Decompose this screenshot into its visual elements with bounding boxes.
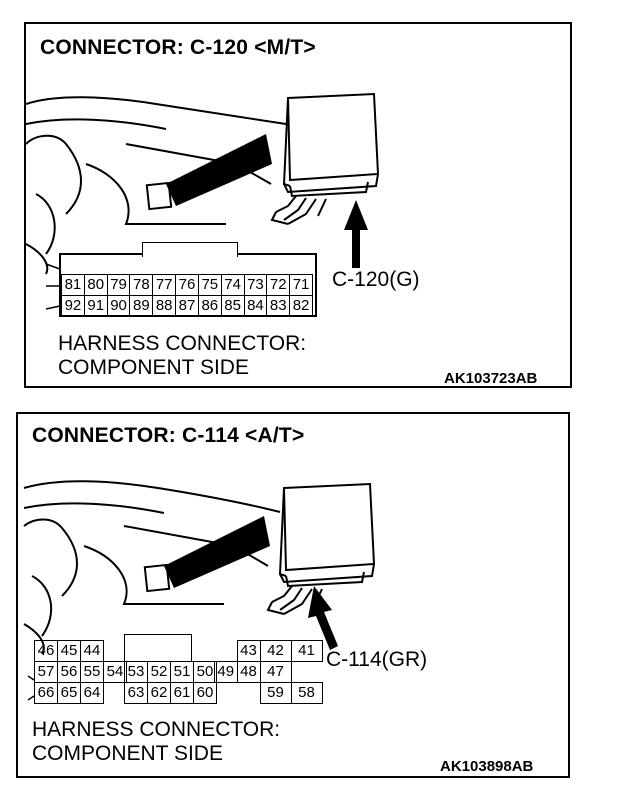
connector-label: C-114(GR) (326, 648, 428, 671)
pin-cell: 79 (106, 274, 131, 296)
pin-cell: 91 (83, 295, 108, 317)
pin-grid-c114-middle: 53 52 51 50 63 62 61 60 (124, 661, 217, 704)
pin-cell: 90 (106, 295, 131, 317)
pin-cell: 48 (236, 661, 261, 683)
pin-cell: 56 (57, 661, 81, 683)
pin-cell: 55 (80, 661, 104, 683)
pin-cell: 74 (220, 274, 245, 296)
pin-cell: 77 (152, 274, 177, 296)
pin-cell: 82 (289, 295, 313, 317)
pin-grid-c114-middle-single: 54 (103, 661, 127, 683)
pin-cell: 85 (220, 295, 245, 317)
pin-grid-c120: 81 80 79 78 77 76 75 74 73 72 71 92 91 9… (61, 274, 313, 317)
pin-grid-c114-right: 43 42 41 49 49 48 47 59 58 (214, 640, 323, 704)
pin-grid-c114-left: 46 45 44 57 56 55 66 65 64 (34, 640, 104, 704)
pin-cell: 59 (259, 682, 292, 704)
dashboard-illustration (23, 480, 376, 655)
caption-line-2: COMPONENT SIDE (32, 742, 223, 765)
connector-label: C-120(G) (332, 268, 420, 291)
connector-c120-panel: CONNECTOR: C-120 <M/T> (24, 22, 572, 388)
pin-cell: 61 (170, 682, 194, 704)
pin-cell: 80 (83, 274, 108, 296)
pin-cell: 43 (236, 640, 261, 662)
pin-cell: 76 (175, 274, 199, 296)
pin-cell: 58 (290, 682, 323, 704)
pin-cell: 78 (129, 274, 154, 296)
panel-title: CONNECTOR: C-114 <A/T> (32, 424, 305, 447)
pin-cell: 71 (289, 274, 313, 296)
connector-c114-panel: CONNECTOR: C-114 <A/T> (16, 412, 570, 778)
connector-latch (142, 242, 238, 257)
pin-cell: 45 (57, 640, 81, 662)
pin-cell: 88 (152, 295, 177, 317)
pin-cell: 66 (34, 682, 58, 704)
pin-cell: 47 (259, 661, 292, 683)
pin-cell: 86 (197, 295, 222, 317)
pin-cell: 75 (197, 274, 222, 296)
pin-cell: 92 (61, 295, 85, 317)
pin-gap (215, 641, 238, 662)
connector-latch (124, 634, 192, 662)
pin-cell: 62 (147, 682, 171, 704)
caption-line-1: HARNESS CONNECTOR: (32, 718, 281, 741)
pin-cell: 81 (61, 274, 85, 296)
pin-cell: 51 (170, 661, 194, 683)
pin-cell: 89 (129, 295, 154, 317)
caption-line-1: HARNESS CONNECTOR: (58, 332, 307, 355)
pin-cell: 83 (266, 295, 291, 317)
pin-cell: 52 (147, 661, 171, 683)
pin-cell: 84 (243, 295, 268, 317)
pin-cell: 60 (193, 682, 217, 704)
pin-gap (215, 683, 238, 704)
pin-cell: 57 (34, 661, 58, 683)
pin-cell: 49 (214, 661, 238, 683)
pin-cell: 44 (80, 640, 104, 662)
pin-cell: 73 (243, 274, 268, 296)
caption-line-2: COMPONENT SIDE (58, 356, 249, 379)
panel-title: CONNECTOR: C-120 <M/T> (40, 36, 316, 59)
pin-cell: 46 (34, 640, 58, 662)
figure-code: AK103898AB (440, 758, 534, 775)
pin-cell: 65 (57, 682, 81, 704)
pin-cell: 53 (124, 661, 148, 683)
pin-cell: 63 (124, 682, 148, 704)
pin-cell: 64 (80, 682, 104, 704)
pin-cell: 54 (103, 661, 127, 683)
figure-code: AK103723AB (444, 370, 538, 387)
pin-cell: 41 (290, 640, 323, 662)
pin-cell: 87 (175, 295, 199, 317)
pin-cell: 72 (266, 274, 291, 296)
pin-gap (237, 683, 260, 704)
pin-cell: 42 (259, 640, 292, 662)
